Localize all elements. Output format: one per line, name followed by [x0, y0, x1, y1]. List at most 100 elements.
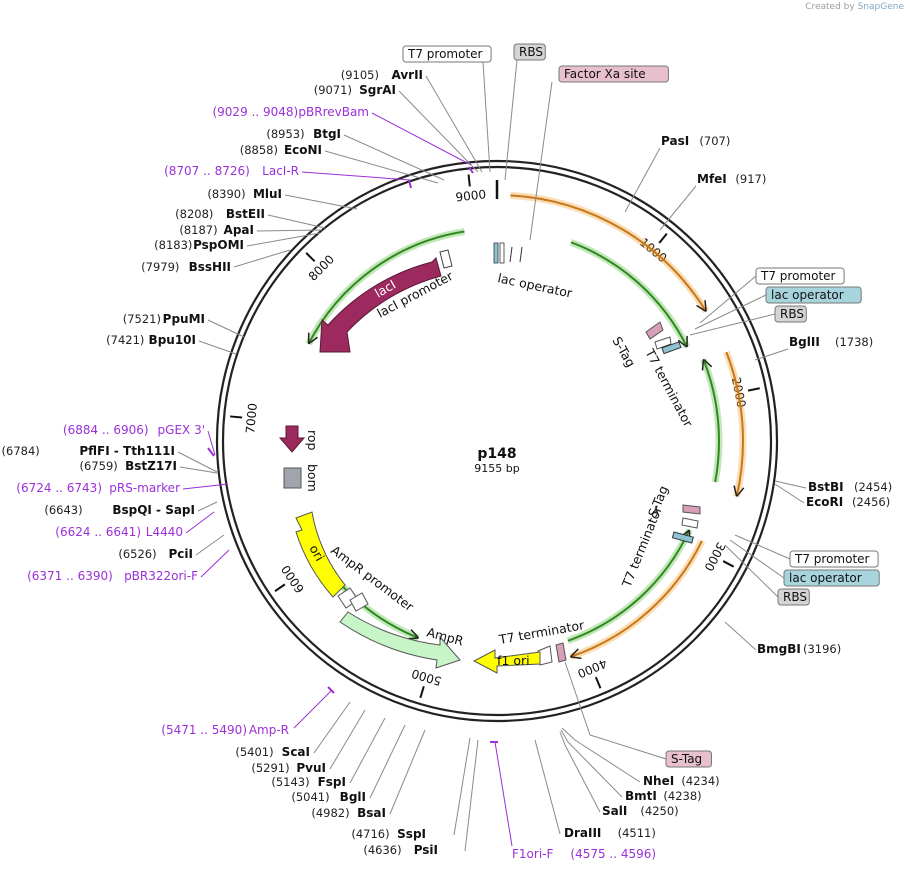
site-position: (4250): [640, 804, 678, 818]
leader-line: [734, 534, 791, 560]
f1-ori-feature: [472, 649, 541, 674]
primer-label: pBR322ori-F(6371 .. 6390): [27, 569, 198, 583]
orange-arc-1: [510, 194, 707, 312]
feature-box-text: RBS: [783, 590, 807, 604]
site-label: ScaI(5401): [235, 745, 310, 759]
primer-tick: [408, 179, 412, 189]
feature-box: T7 promoter: [755, 267, 845, 285]
site-position: (707): [699, 134, 730, 148]
site-name: PvuI: [296, 761, 326, 775]
feature-box-bg: [513, 43, 546, 61]
site-position: (3196): [803, 642, 841, 656]
site-label: PciI(6526): [118, 547, 193, 561]
leader-line: [774, 483, 805, 504]
ruler-tick-label: 9000: [455, 187, 487, 204]
feature-box-text: T7 promoter: [760, 269, 836, 283]
ampr-feature: [339, 611, 461, 669]
leader-line: [689, 313, 776, 336]
feature-box-bg: [777, 588, 810, 606]
primer-label: pBRrevBam(9029 .. 9048): [212, 105, 369, 119]
primer-label: LacI-R (8707 .. 8726): [164, 164, 299, 178]
site-name: PasI: [661, 134, 689, 148]
feature-box-bg: [665, 750, 712, 768]
primer-label: L4440(6624 .. 6641): [55, 525, 183, 539]
primer-tick: [327, 686, 335, 694]
orange-arc-3: [570, 540, 703, 658]
feature-box-text: T7 promoter: [407, 47, 483, 61]
site-name: BstEII: [226, 207, 265, 221]
site-position: (5291): [251, 761, 289, 775]
f1-ori-label: f1 ori: [497, 653, 530, 668]
site-position: (8187): [179, 223, 217, 237]
leader-line: [729, 539, 785, 579]
orange-arc-3-head: [569, 648, 582, 660]
green-arc-3: [702, 358, 720, 483]
orange-arc-1-head: [696, 300, 707, 312]
credit-prefix: Created by: [805, 2, 855, 12]
s-tag-1-feature: [645, 321, 664, 340]
laci-promoter-feature: [439, 249, 453, 269]
site-name: EcoNI: [284, 143, 322, 157]
primer-position: (8707 .. 8726): [164, 164, 250, 178]
site-position: (8858): [240, 143, 278, 157]
primer-name: LacI-R: [262, 164, 299, 178]
green-arc-2: [570, 241, 688, 348]
site-label: SspI(4716): [351, 827, 426, 841]
site-position: (8208): [175, 207, 213, 221]
site-name: ScaI: [282, 745, 310, 759]
leader-line: [560, 729, 623, 798]
ruler-tick: [230, 415, 243, 419]
site-position: (6526): [118, 547, 156, 561]
leader-line: [659, 185, 697, 231]
site-name: PflFI - Tth111I: [79, 444, 175, 458]
site-position: (4511): [618, 826, 656, 840]
leader-line: [371, 112, 472, 166]
feature-box-bg: [774, 305, 807, 323]
feature-box: lac operator: [783, 569, 880, 587]
feature-box-text: RBS: [780, 307, 804, 321]
feature-box-bg: [765, 286, 862, 304]
snapgene-credit: Created by SnapGene: [805, 2, 904, 12]
primer-tick: [468, 166, 474, 174]
leader-line: [699, 275, 757, 324]
leader-line: [195, 534, 225, 556]
site-label: DraIII(4511): [564, 826, 656, 840]
site-position: (7979): [141, 260, 179, 274]
leader-line: [494, 741, 513, 847]
ori-feature: [295, 511, 346, 598]
primer-name: L4440: [146, 525, 183, 539]
site-position: (8183): [154, 238, 192, 252]
lac-op-2-feature: [671, 531, 694, 544]
green-arc-4: [567, 529, 691, 642]
site-name: SalI: [602, 804, 627, 818]
backbone-outer: [215, 159, 779, 723]
feature-arcs: [305, 191, 747, 661]
feature-box-bg: [755, 267, 845, 285]
site-label: BstBI(2454): [808, 480, 892, 494]
leader-line: [179, 466, 218, 474]
site-label: PpuMI(7521): [123, 312, 205, 326]
leader-line: [329, 709, 366, 770]
leader-line: [267, 214, 326, 229]
feature-box-text: RBS: [519, 45, 543, 59]
primer-position: (4575 .. 4596): [570, 847, 656, 861]
s-tag-3-feature: [555, 642, 567, 663]
leader-line: [301, 171, 411, 181]
feature-box: RBS: [774, 305, 807, 323]
site-name: MfeI: [697, 172, 727, 186]
feature-box: RBS: [513, 43, 546, 61]
site-label: BmgBI(3196): [757, 642, 841, 656]
primer-label: pGEX 3'(6884 .. 6906): [63, 423, 205, 437]
feature-box-bg: [783, 569, 880, 587]
site-label: MfeI(917): [697, 172, 766, 186]
primer-position: (6724 .. 6743): [16, 481, 102, 495]
site-position: (9105): [341, 68, 379, 82]
site-label: PasI (707): [661, 134, 730, 148]
site-position: (5143): [271, 775, 309, 789]
site-name: BssHII: [189, 260, 231, 274]
site-name: BtgI: [313, 127, 341, 141]
leader-line: [453, 737, 471, 836]
site-position: (4234): [681, 774, 719, 788]
site-label: SgrAI(9071): [314, 83, 396, 97]
site-name: NheI: [643, 774, 674, 788]
